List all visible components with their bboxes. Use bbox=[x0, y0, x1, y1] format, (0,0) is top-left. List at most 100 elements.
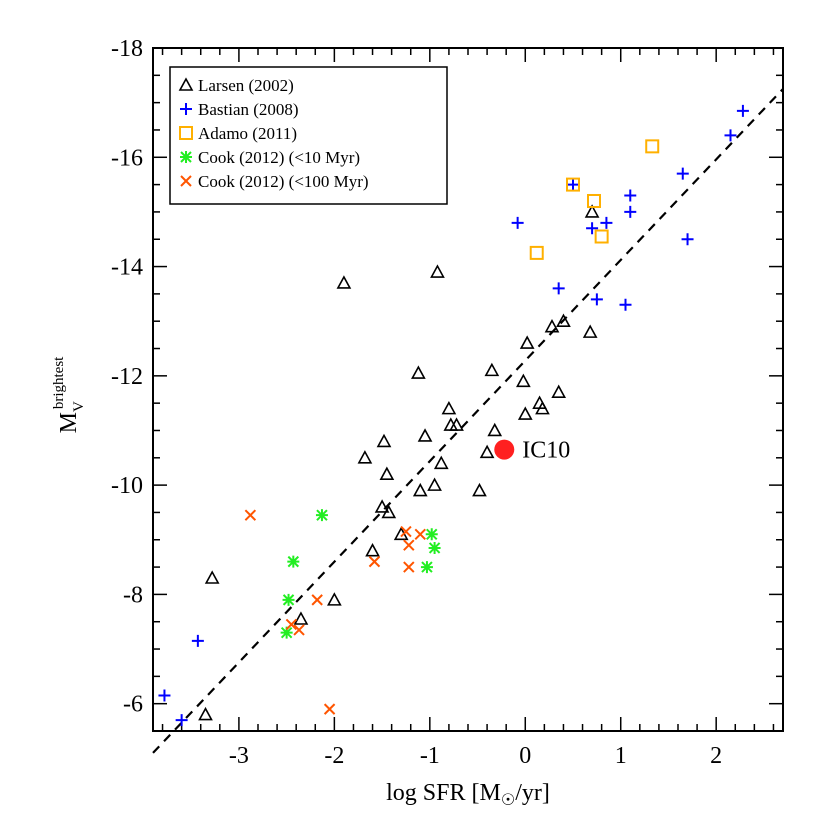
data-point-triangle bbox=[517, 406, 533, 420]
data-point-plus bbox=[586, 222, 599, 235]
data-point-x bbox=[403, 561, 415, 573]
data-point-triangle bbox=[417, 428, 433, 442]
data-point-plus bbox=[175, 714, 188, 727]
data-point-plus bbox=[736, 104, 749, 117]
data-point-x bbox=[293, 624, 305, 636]
data-point-triangle bbox=[551, 384, 567, 399]
fit-line bbox=[152, 88, 784, 754]
data-point-plus bbox=[624, 205, 637, 218]
y-tick-label: -16 bbox=[111, 145, 143, 171]
data-point-triangle bbox=[449, 417, 464, 431]
data-point-triangle bbox=[198, 706, 213, 721]
data-point-x bbox=[285, 618, 298, 631]
x-tick-label: 0 bbox=[519, 743, 531, 769]
data-point-plus bbox=[590, 293, 603, 306]
data-point-plus bbox=[600, 216, 613, 229]
legend-label: Bastian (2008) bbox=[198, 100, 299, 119]
data-point-x bbox=[244, 509, 257, 521]
data-point-triangle bbox=[535, 400, 550, 415]
data-point-triangle bbox=[472, 482, 487, 497]
data-point-triangle bbox=[357, 450, 373, 464]
ic10-annotation: IC10 bbox=[522, 438, 570, 464]
x-tick-label: -1 bbox=[420, 743, 440, 769]
data-point-triangle bbox=[379, 466, 395, 480]
data-point-triangle bbox=[204, 570, 220, 584]
data-point-x bbox=[323, 703, 336, 715]
data-point-asterisk bbox=[425, 528, 438, 541]
data-point-triangle bbox=[376, 433, 392, 448]
legend-box bbox=[169, 66, 448, 205]
data-point-triangle bbox=[479, 444, 495, 459]
data-point-plus bbox=[724, 129, 737, 142]
data-point-triangle bbox=[427, 477, 442, 491]
legend-marker-x bbox=[180, 175, 192, 187]
data-point-plus bbox=[567, 178, 579, 191]
data-point-square bbox=[566, 177, 580, 192]
data-point-triangle bbox=[336, 275, 352, 289]
data-point-x bbox=[368, 555, 381, 568]
data-point-triangle bbox=[327, 592, 342, 606]
legend-marker-triangle bbox=[178, 77, 194, 91]
data-point-triangle bbox=[381, 504, 397, 519]
data-point-plus bbox=[619, 298, 632, 311]
legend-label: Adamo (2011) bbox=[198, 124, 297, 143]
legend-label: Cook (2012) (<10 Myr) bbox=[198, 148, 360, 167]
x-tick-label: -3 bbox=[229, 743, 249, 769]
data-point-triangle bbox=[519, 335, 535, 349]
data-point-plus bbox=[511, 216, 524, 229]
data-point-asterisk bbox=[280, 626, 293, 639]
x-axis-title: log SFR [M☉/yr] bbox=[386, 780, 550, 809]
data-point-plus bbox=[158, 689, 171, 702]
y-tick-label: -12 bbox=[111, 364, 143, 390]
data-point-triangle bbox=[433, 455, 449, 470]
legend-label: Larsen (2002) bbox=[198, 76, 294, 95]
data-point-triangle bbox=[484, 362, 500, 377]
data-point-asterisk bbox=[428, 541, 441, 554]
data-point-triangle bbox=[365, 543, 380, 557]
y-tick-label: -6 bbox=[123, 692, 143, 718]
data-point-x bbox=[414, 528, 426, 541]
data-point-plus bbox=[681, 233, 694, 246]
data-point-triangle bbox=[430, 264, 445, 278]
data-point-asterisk bbox=[420, 561, 433, 574]
data-point-plus bbox=[552, 282, 565, 295]
data-point-square bbox=[645, 139, 660, 154]
data-point-asterisk bbox=[282, 593, 295, 606]
y-axis-title: MVbrightest bbox=[51, 356, 87, 434]
x-tick-label: 1 bbox=[615, 743, 627, 769]
data-point-triangle bbox=[584, 204, 600, 218]
data-point-square bbox=[594, 229, 609, 244]
data-points bbox=[158, 104, 749, 727]
data-point-square bbox=[587, 193, 601, 208]
data-point-square bbox=[529, 245, 544, 260]
x-tick-label: 2 bbox=[710, 743, 722, 769]
data-point-triangle bbox=[544, 318, 560, 333]
data-point-triangle bbox=[412, 482, 428, 497]
data-point-triangle bbox=[411, 365, 426, 379]
data-point-asterisk bbox=[315, 509, 328, 522]
y-tick-label: -8 bbox=[123, 582, 143, 608]
data-point-asterisk bbox=[287, 555, 300, 568]
data-point-triangle bbox=[441, 400, 457, 415]
data-point-plus bbox=[676, 167, 689, 180]
y-tick-label: -18 bbox=[111, 36, 143, 62]
data-point-triangle bbox=[374, 499, 390, 513]
data-point-circle bbox=[494, 439, 515, 460]
data-point-triangle bbox=[516, 373, 531, 388]
data-point-triangle bbox=[487, 422, 503, 437]
x-tick-label: -2 bbox=[324, 743, 344, 769]
data-point-x bbox=[403, 539, 415, 551]
data-point-triangle bbox=[582, 324, 598, 338]
y-tick-label: -10 bbox=[111, 473, 143, 499]
data-point-plus bbox=[624, 189, 637, 202]
y-tick-label: -14 bbox=[111, 255, 143, 281]
legend-marker-asterisk bbox=[180, 151, 192, 163]
legend-marker-square bbox=[179, 126, 193, 140]
svg-text:MVbrightest: MVbrightest bbox=[51, 356, 87, 434]
data-point-x bbox=[400, 525, 412, 538]
legend-marker-plus bbox=[180, 103, 192, 115]
data-point-plus bbox=[191, 634, 204, 647]
data-point-triangle bbox=[293, 611, 309, 625]
